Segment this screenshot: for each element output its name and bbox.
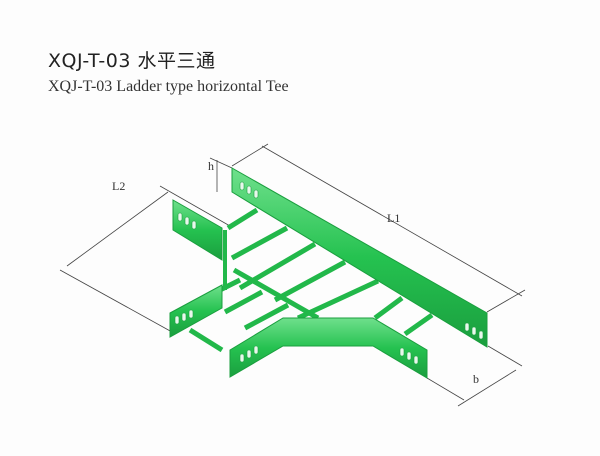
title-english: XQJ-T-03 Ladder type horizontal Tee (48, 78, 289, 95)
ladder-rungs (188, 207, 434, 353)
dimension-l2: L2 (112, 179, 125, 193)
left-upper-rail (172, 199, 223, 261)
left-lower-rail (169, 284, 223, 338)
front-rail (229, 317, 428, 379)
slot-holes (174, 181, 484, 365)
dimension-l1: L1 (387, 211, 400, 225)
back-side-rail (231, 167, 488, 348)
title-chinese: XQJ-T-03 水平三通 (48, 50, 216, 72)
dimension-h: h (208, 159, 214, 173)
dimension-lines (59, 143, 526, 407)
dimension-b: b (473, 372, 479, 386)
